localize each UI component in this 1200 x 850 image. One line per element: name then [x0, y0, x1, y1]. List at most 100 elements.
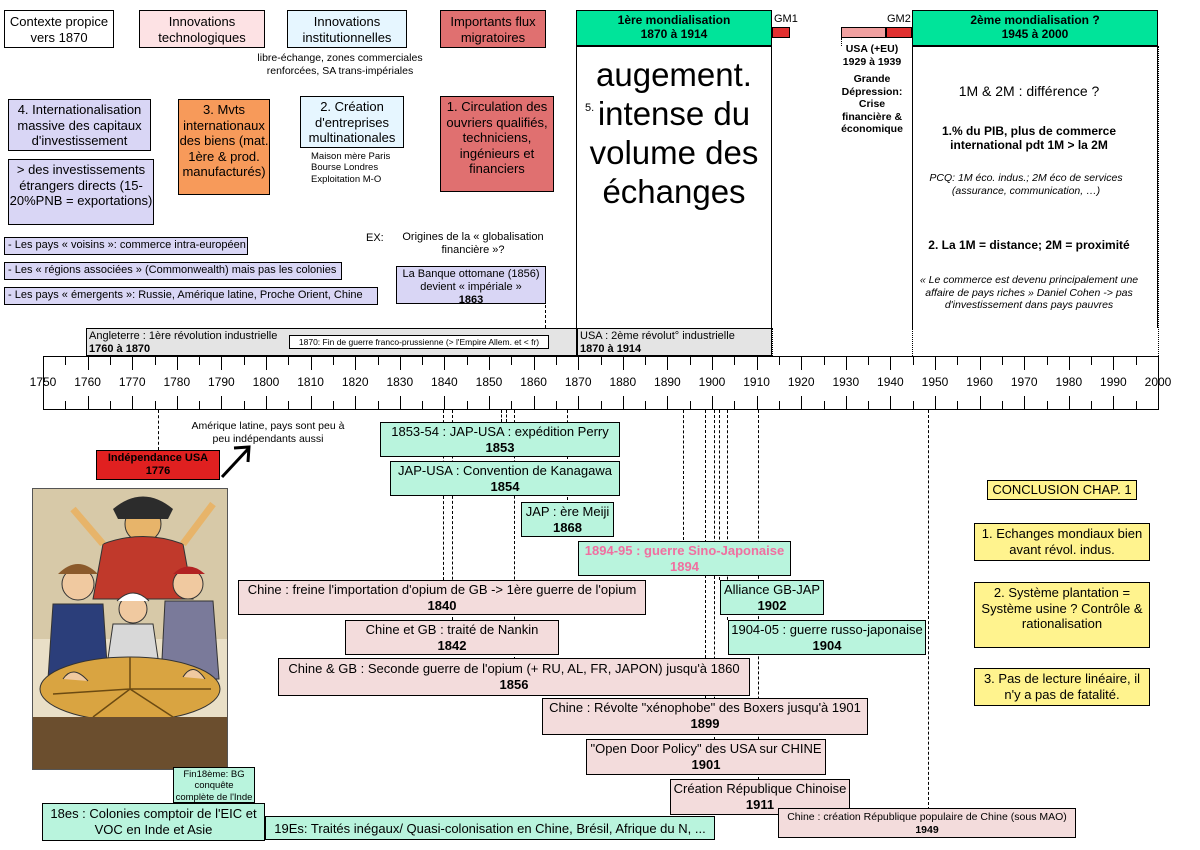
- timeline-tick: [444, 356, 446, 370]
- grande-depression: Grande Dépression: Crise financière & éc…: [841, 73, 903, 136]
- conclusion-title: CONCLUSION CHAP. 1: [987, 480, 1137, 500]
- event-boxers-label: Chine : Révolte "xénophobe" des Boxers j…: [549, 700, 861, 715]
- fin18-inde: Fin18ème: BG conquête complète de l'Inde: [173, 767, 255, 803]
- conclusion-2: 2. Système plantation = Système usine ? …: [974, 582, 1150, 648]
- timeline-tick: [533, 396, 535, 410]
- usa-rev-years: 1870 à 1914: [580, 343, 642, 356]
- point2-distance: 2. La 1M = distance; 2M = proximité: [928, 238, 1130, 252]
- event-meiji-year: 1868: [553, 519, 582, 535]
- colonies-comptoir: 18es : Colonies comptoir de l'EIC et VOC…: [42, 803, 265, 841]
- timeline-tick: [979, 396, 981, 410]
- box4-capitaux: 4. Internationalisation massive des capi…: [8, 99, 151, 151]
- box3-biens: 3. Mvts internationaux des biens (mat. 1…: [178, 99, 270, 195]
- timeline-tick: [1068, 396, 1070, 410]
- gm2-label: GM2: [887, 13, 911, 25]
- timeline-tick: [734, 356, 736, 365]
- timeline-year-label: 1760: [74, 375, 101, 389]
- connector-1854: [506, 410, 507, 422]
- timeline-year-label: 1910: [743, 375, 770, 389]
- m2-years: 1945 à 2000: [1001, 27, 1069, 42]
- timeline-tick: [823, 356, 825, 365]
- timeline-tick: [667, 396, 669, 410]
- m2-title: 2ème mondialisation ?: [970, 13, 1100, 27]
- event-repch-year: 1911: [745, 796, 775, 812]
- timeline-tick: [109, 401, 111, 410]
- event-boxers: Chine : Révolte "xénophobe" des Boxers j…: [542, 698, 868, 735]
- contexte-box: Contexte propice vers 1870: [4, 10, 114, 48]
- connector-banque: [545, 305, 546, 328]
- timeline-tick: [65, 401, 67, 410]
- timeline-tick: [756, 396, 758, 410]
- event-rpc-label: Chine : création République populaire de…: [787, 811, 1067, 823]
- m1-years: 1870 à 1914: [640, 27, 708, 42]
- timeline-tick: [355, 396, 357, 410]
- event-kanagawa-year: 1854: [490, 478, 520, 494]
- event-opium2-year: 1856: [499, 676, 529, 692]
- arrow-icon: [220, 445, 251, 479]
- caricature-illustration: [32, 488, 228, 770]
- timeline-year-label: 1810: [297, 375, 324, 389]
- box1-circulation: 1. Circulation des ouvriers qualifiés, t…: [440, 96, 554, 192]
- timeline-tick: [87, 396, 89, 410]
- m2-header: 2ème mondialisation ? 1945 à 2000: [912, 10, 1158, 46]
- timeline-tick: [823, 401, 825, 410]
- timeline-tick: [466, 401, 468, 410]
- timeline-tick: [355, 356, 357, 370]
- event-opium2-label: Chine & GB : Seconde guerre de l'opium (…: [288, 661, 740, 676]
- event-perry-year: 1853: [485, 439, 515, 455]
- timeline-tick: [734, 401, 736, 410]
- timeline-year-label: 1950: [921, 375, 949, 389]
- event-alliance: Alliance GB-JAP 1902: [720, 580, 824, 615]
- difference-question: 1M & 2M : différence ?: [958, 83, 1100, 99]
- usa-bar: [841, 27, 886, 38]
- timeline-year-label: 1830: [386, 375, 414, 389]
- timeline-tick: [1024, 396, 1026, 410]
- timeline-tick: [1046, 356, 1048, 365]
- event-kanagawa-label: JAP-USA : Convention de Kanagawa: [398, 463, 612, 478]
- timeline-tick: [399, 396, 401, 410]
- timeline-tick: [801, 356, 803, 370]
- event-meiji-label: JAP : ère Meiji: [525, 504, 610, 519]
- event-meiji: JAP : ère Meiji 1868: [521, 502, 614, 537]
- timeline-tick: [712, 356, 713, 370]
- timeline-tick: [1135, 401, 1137, 410]
- timeline-tick: [935, 356, 936, 370]
- timeline-tick: [1158, 396, 1159, 410]
- timeline-tick: [1158, 356, 1159, 370]
- timeline-tick: [912, 356, 914, 365]
- timeline-tick: [422, 401, 424, 410]
- timeline-year-label: 1870: [564, 375, 592, 389]
- pcq-text: PCQ: 1M éco. indus.; 2M éco de services …: [929, 172, 1123, 197]
- timeline-tick: [801, 396, 803, 410]
- timeline-year-label: 1900: [698, 375, 726, 389]
- gm2-bar: [886, 27, 912, 38]
- timeline-tick: [533, 356, 535, 370]
- connector-1904: [727, 410, 728, 620]
- timeline-year-label: 1790: [208, 375, 235, 389]
- timeline-tick: [1001, 401, 1003, 410]
- connector-m1-right: [772, 328, 773, 356]
- connector-1776: [158, 410, 159, 450]
- timeline-tick: [1001, 356, 1003, 365]
- timeline-year-label: 1750: [29, 375, 57, 389]
- timeline-tick: [756, 356, 758, 370]
- timeline-tick: [109, 356, 111, 365]
- cohen-quote: « Le commerce est devenu principalement …: [919, 274, 1139, 312]
- timeline-tick: [845, 396, 847, 410]
- timeline-tick: [87, 356, 89, 370]
- event-sino-year: 1894: [670, 558, 699, 574]
- timeline-tick: [489, 356, 490, 370]
- box2-note: Maison mère Paris Bourse Londres Exploit…: [311, 151, 391, 185]
- timeline-tick: [377, 356, 379, 365]
- timeline-tick: [332, 356, 334, 365]
- event-nankin: Chine et GB : traité de Nankin 1842: [345, 620, 559, 655]
- conclusion-3: 3. Pas de lecture linéaire, il n'y a pas…: [974, 668, 1150, 706]
- timeline-tick: [511, 401, 513, 410]
- timeline-year-label: 2000: [1144, 375, 1172, 389]
- traites-inegaux: 19Es: Traités inégaux/ Quasi-colonisatio…: [265, 816, 715, 840]
- timeline-tick: [377, 401, 379, 410]
- timeline-year-label: 1960: [966, 375, 993, 389]
- timeline-year-label: 1970: [1010, 375, 1038, 389]
- timeline-tick: [310, 396, 312, 410]
- m1-header: 1ère mondialisation 1870 à 1914: [576, 10, 772, 46]
